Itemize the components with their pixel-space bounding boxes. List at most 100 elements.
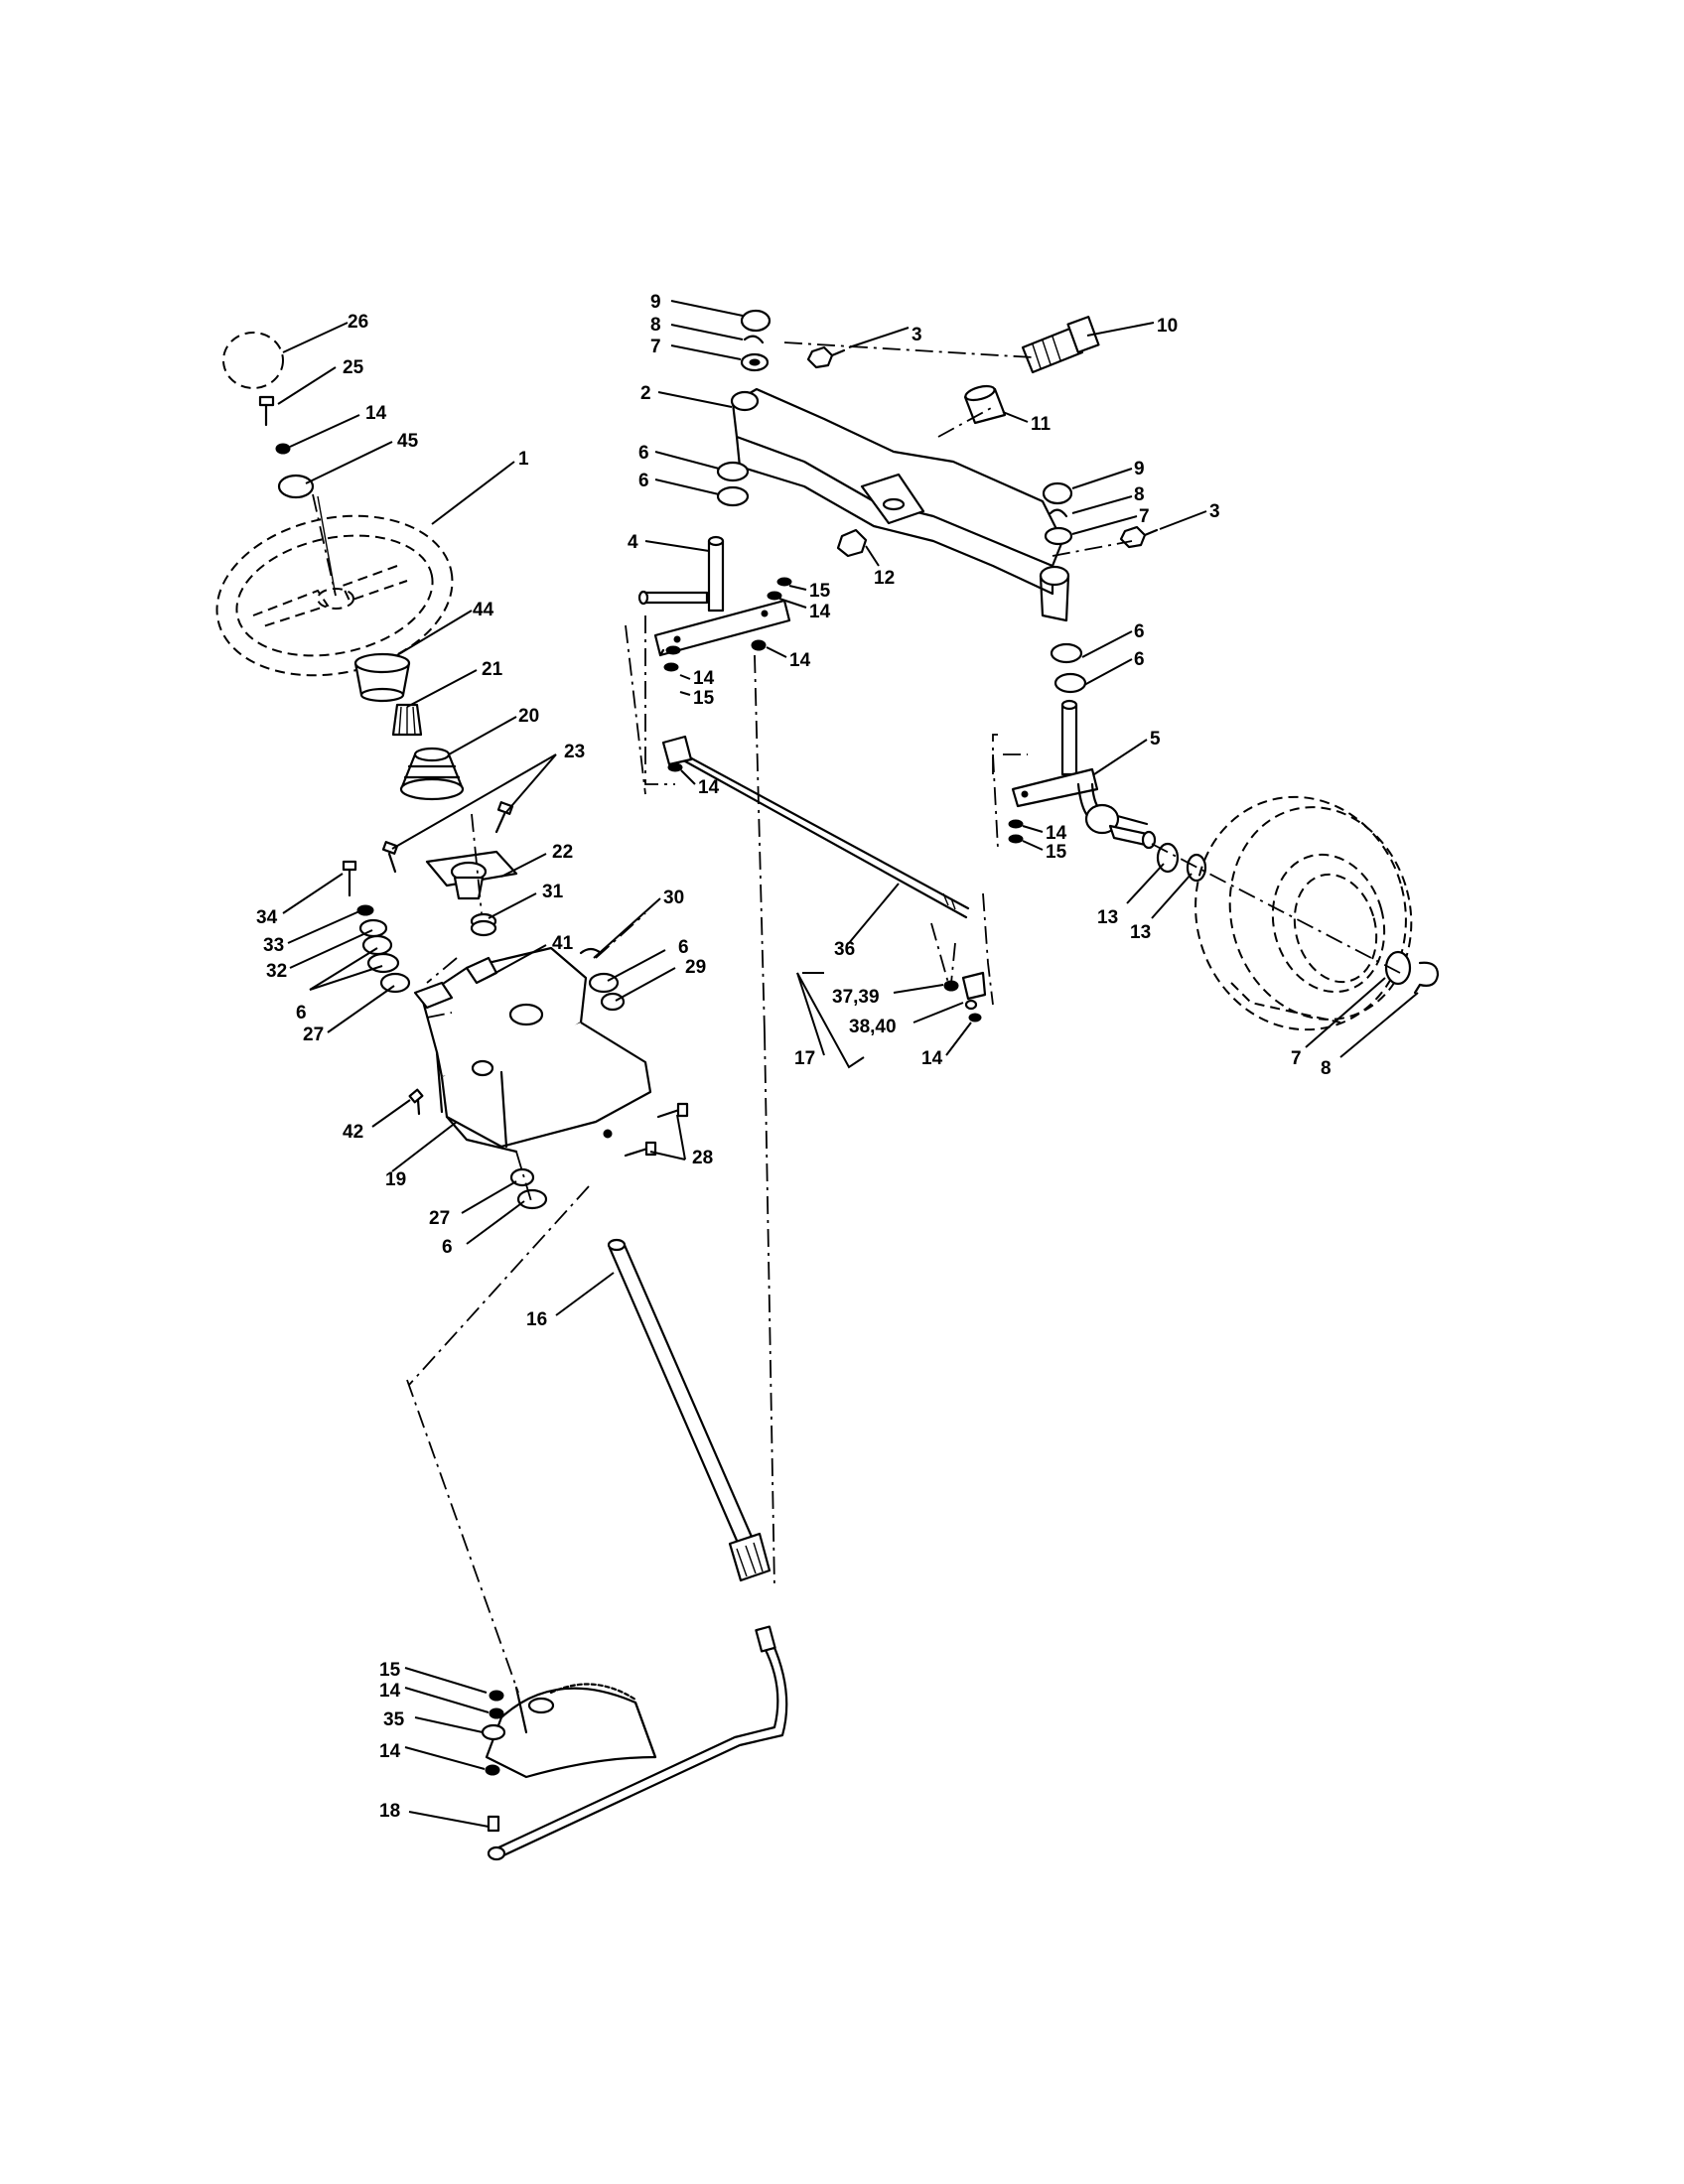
- steering-wheel: [215, 514, 454, 677]
- callout: 23: [564, 742, 585, 762]
- splined-bushing: [391, 703, 423, 737]
- ball-joint: [943, 971, 987, 1011]
- steering-boot: [399, 747, 465, 801]
- callout: 28: [692, 1148, 713, 1168]
- bolt-28b: [624, 1141, 657, 1158]
- callout: 27: [303, 1024, 324, 1045]
- callout: 6: [638, 443, 649, 464]
- hex-nut-3a: [806, 345, 846, 369]
- callout: 33: [263, 935, 284, 956]
- axle-nut: [836, 528, 868, 558]
- steering-wheel-washer: [277, 474, 315, 499]
- left-spindle: [637, 535, 791, 657]
- wheel-washer: [1384, 950, 1412, 986]
- right-spindle: [1011, 699, 1157, 850]
- bolt-28a: [656, 1102, 689, 1119]
- front-wheel: [1194, 795, 1413, 1031]
- callout: 6: [442, 1237, 453, 1258]
- callout: 14: [921, 1048, 943, 1069]
- callout: 15: [809, 581, 831, 602]
- sector-gear: [485, 1683, 657, 1779]
- callout: 16: [526, 1309, 547, 1330]
- steering-shaft: [607, 1238, 772, 1582]
- callout: 3: [1209, 501, 1220, 522]
- callout: 9: [650, 292, 661, 313]
- callout: 37,39: [832, 987, 880, 1008]
- callout: 42: [343, 1122, 363, 1143]
- callout: 18: [379, 1801, 400, 1822]
- callout: 22: [552, 842, 573, 863]
- callout: 14: [365, 403, 387, 424]
- tie-rod: [661, 735, 970, 919]
- callout: 38,40: [849, 1017, 897, 1037]
- callout: 9: [1134, 459, 1145, 479]
- callout: 32: [266, 961, 287, 982]
- callout: 30: [663, 887, 684, 908]
- callout: 7: [650, 337, 661, 357]
- callout: 8: [650, 315, 661, 336]
- steering-bushing-plate: [425, 850, 518, 900]
- callout: 15: [693, 688, 715, 709]
- lower-bushing: [509, 1167, 535, 1187]
- steering-adapter: [353, 652, 411, 703]
- callout: 15: [379, 1660, 401, 1681]
- callout: 45: [397, 431, 419, 452]
- callout: 25: [343, 357, 364, 378]
- callout: 34: [256, 907, 278, 928]
- callout: 4: [628, 532, 638, 553]
- front-axle: [730, 387, 1070, 622]
- left-bearing-stack: [342, 860, 411, 994]
- callout: 15: [1046, 842, 1067, 863]
- callout: 11: [1031, 414, 1052, 435]
- lock-washer: [275, 443, 291, 455]
- pivot-bolt: [1021, 316, 1100, 374]
- hex-nut-3b: [1119, 525, 1159, 549]
- callout: 14: [379, 1681, 401, 1702]
- callout: 44: [473, 600, 494, 620]
- callout: 27: [429, 1208, 450, 1229]
- callout: 8: [1134, 484, 1145, 505]
- callout: 6: [638, 471, 649, 491]
- callout: 41: [552, 933, 574, 954]
- callout: 19: [385, 1169, 406, 1190]
- steering-wheel-cap: [222, 332, 284, 389]
- callout: 6: [678, 937, 689, 958]
- spindle-fasteners: [663, 577, 1024, 1023]
- callout: 36: [834, 939, 855, 960]
- callout: 7: [1291, 1048, 1302, 1069]
- lower-bearing: [516, 1188, 548, 1210]
- bolt-23a: [494, 801, 514, 834]
- callout: 14: [379, 1741, 401, 1762]
- callout: 14: [789, 650, 811, 671]
- callout: 7: [1139, 506, 1150, 527]
- drag-link: [487, 1625, 788, 1861]
- callout: 35: [383, 1709, 405, 1730]
- callout: 14: [1046, 823, 1067, 844]
- left-axle-hardware: [716, 309, 772, 507]
- center-lines: [312, 341, 1401, 1694]
- sector-fasteners: [481, 1690, 506, 1833]
- right-axle-hardware: [1042, 481, 1087, 694]
- bolt-42: [408, 1088, 424, 1116]
- steering-wheel-assembly: [215, 332, 518, 937]
- callout: 31: [542, 882, 564, 902]
- callout: 5: [1150, 729, 1161, 750]
- callout: 6: [1134, 621, 1145, 642]
- wheel-e-ring: [1413, 961, 1440, 995]
- callout: 10: [1157, 316, 1178, 337]
- callout: 20: [518, 706, 539, 727]
- callout: 17: [794, 1048, 815, 1069]
- callout: 8: [1321, 1058, 1332, 1079]
- callout: 14: [693, 668, 715, 689]
- callout: 2: [640, 383, 651, 404]
- callout: 12: [874, 568, 895, 589]
- steering-support-bracket: [413, 946, 652, 1154]
- callout: 14: [809, 602, 831, 622]
- callout: 29: [685, 957, 706, 978]
- callout: 26: [348, 312, 368, 333]
- cap-bolt: [258, 395, 275, 427]
- bolt-23b: [381, 841, 399, 874]
- callout: 13: [1130, 922, 1151, 943]
- callout: 6: [296, 1003, 307, 1024]
